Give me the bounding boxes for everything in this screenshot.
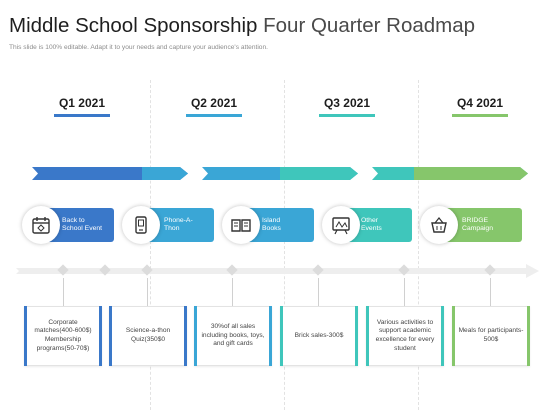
quarter-label-q1: Q1 2021 xyxy=(58,96,106,110)
milestone-connector xyxy=(147,278,148,306)
milestone-connector xyxy=(63,278,64,306)
quarter-underline-q2 xyxy=(186,114,242,117)
detail-box-accent xyxy=(355,306,358,366)
quarter-underline-q3 xyxy=(319,114,375,117)
calendar-icon xyxy=(22,206,60,244)
quarter-underline-q4 xyxy=(452,114,508,117)
timeline-track xyxy=(16,264,539,278)
title-rest: Four Quarter Roadmap xyxy=(257,14,476,37)
page-title: Middle School Sponsorship Four Quarter R… xyxy=(9,14,475,38)
detail-box-accent xyxy=(109,306,112,366)
column-divider xyxy=(284,80,285,410)
card-label-phone-a-thon: Phone-A-Thon xyxy=(164,216,193,232)
detail-box-accent xyxy=(194,306,197,366)
detail-box-corporate-matches: Corporate matches(400-600$) Membership p… xyxy=(24,306,102,366)
detail-box-sales: 30%of all sales including books, toys, a… xyxy=(194,306,272,366)
title-main: Middle School Sponsorship xyxy=(9,14,258,37)
phone-icon xyxy=(122,206,160,244)
basket-icon xyxy=(420,206,458,244)
quarter-label-q4: Q4 2021 xyxy=(456,96,504,110)
detail-box-science-a-thon: Science-a-thon Quiz(350$0 xyxy=(109,306,187,366)
detail-box-accent xyxy=(441,306,444,366)
milestone-connector xyxy=(318,278,319,306)
detail-box-accent xyxy=(280,306,283,366)
detail-box-accent xyxy=(24,306,27,366)
detail-box-brick-sales: Brick sales-300$ xyxy=(280,306,358,366)
detail-box-accent xyxy=(527,306,530,366)
detail-box-accent xyxy=(366,306,369,366)
milestone-connector xyxy=(404,278,405,306)
quarter-label-q2: Q2 2021 xyxy=(190,96,238,110)
page-subtitle: This slide is 100% editable. Adapt it to… xyxy=(9,44,268,51)
roadmap-arrow-1 xyxy=(32,167,188,180)
quarter-label-q3: Q3 2021 xyxy=(323,96,371,110)
event-board-icon xyxy=(322,206,360,244)
roadmap-arrow-3 xyxy=(372,167,528,180)
detail-box-accent xyxy=(452,306,455,366)
column-divider xyxy=(150,80,151,410)
detail-box-meals: Meals for participants-500$ xyxy=(452,306,530,366)
books-icon xyxy=(222,206,260,244)
quarter-underline-q1 xyxy=(54,114,110,117)
column-divider xyxy=(418,80,419,410)
detail-box-accent xyxy=(99,306,102,366)
milestone-connector xyxy=(490,278,491,306)
milestone-connector xyxy=(232,278,233,306)
detail-box-accent xyxy=(184,306,187,366)
detail-box-accent xyxy=(269,306,272,366)
roadmap-arrow-2 xyxy=(202,167,358,180)
detail-box-activities: Various activities to support academic e… xyxy=(366,306,444,366)
